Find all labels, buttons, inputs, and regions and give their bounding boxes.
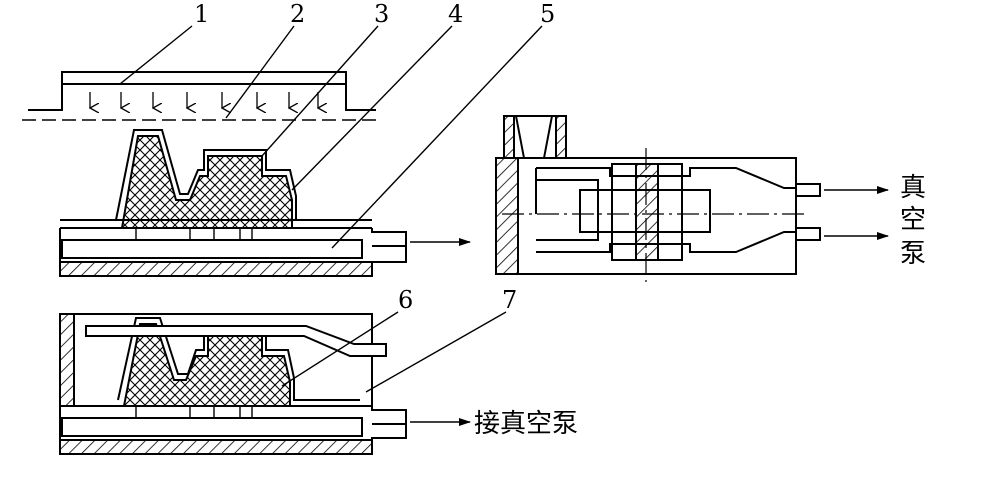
heater-assembly <box>28 71 376 110</box>
leader-2 <box>225 25 295 119</box>
leader-4 <box>291 25 453 191</box>
leader-5 <box>331 25 543 249</box>
callout-1: 1 <box>194 0 209 28</box>
leader-3 <box>261 25 379 157</box>
leader-6 <box>281 311 399 387</box>
mold-box-bottom <box>59 313 407 455</box>
callout-4: 4 <box>448 0 463 28</box>
label-connect-vacuum-pump: 接真空泵 <box>474 409 578 439</box>
callout-5: 5 <box>540 0 555 28</box>
leader-1 <box>119 25 193 85</box>
callout-6: 6 <box>398 286 413 314</box>
label-vacuum-pump-char-3: 泵 <box>900 239 926 269</box>
callout-2: 2 <box>290 0 305 28</box>
label-vacuum-pump-char-1: 真 <box>900 173 926 203</box>
callout-7: 7 <box>502 286 517 314</box>
callout-3: 3 <box>374 0 389 28</box>
vacuum-pump <box>495 115 821 282</box>
leader-7 <box>365 311 507 393</box>
mold-box-top <box>59 129 407 277</box>
label-vacuum-pump-char-2: 空 <box>900 205 926 235</box>
